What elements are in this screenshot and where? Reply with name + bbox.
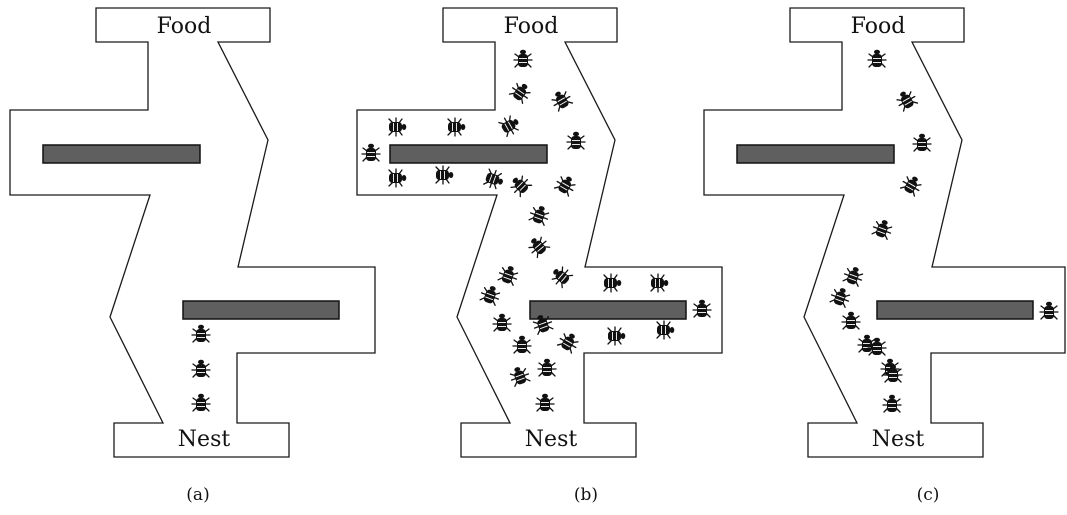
panel-c: Food Nest (c) [703, 7, 1066, 505]
obstacle-upper [42, 144, 201, 164]
obstacle-lower [182, 300, 340, 320]
panel-b: Food Nest (b) [356, 7, 723, 505]
food-label: Food [504, 14, 559, 39]
obstacle-lower [876, 300, 1034, 320]
food-label: Food [157, 14, 212, 39]
maze-outline [356, 7, 723, 458]
nest-label: Nest [178, 427, 231, 452]
obstacle-upper [389, 144, 548, 164]
panel-a: Food Nest (a) [9, 7, 376, 505]
obstacle-lower [529, 300, 687, 320]
maze-outline [9, 7, 376, 458]
obstacle-upper [736, 144, 895, 164]
nest-label: Nest [872, 427, 925, 452]
panel-caption: (b) [574, 485, 598, 505]
nest-label: Nest [525, 427, 578, 452]
panel-caption: (c) [917, 485, 940, 505]
food-label: Food [851, 14, 906, 39]
panel-caption: (a) [186, 485, 209, 505]
